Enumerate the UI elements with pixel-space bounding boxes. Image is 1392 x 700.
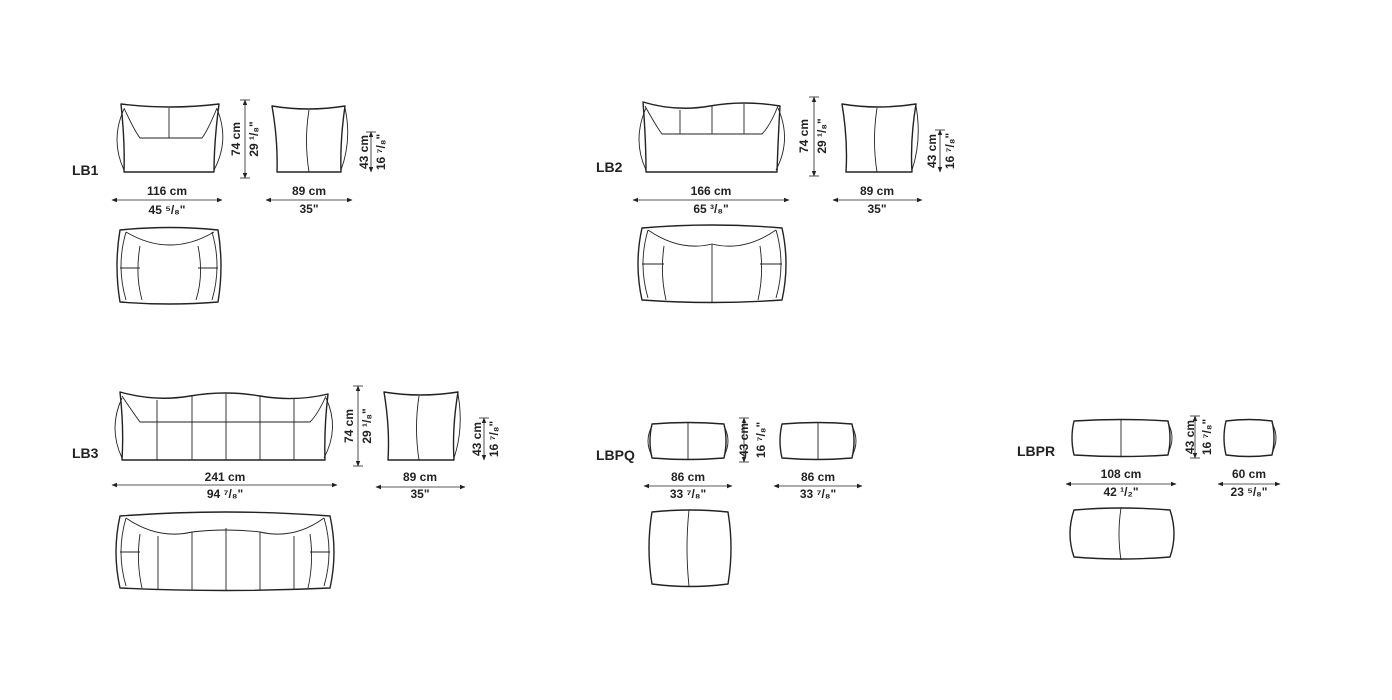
lb2-depth-cm: 89 cm — [860, 184, 894, 198]
lbpq-front-view — [647, 421, 729, 461]
lbpr-side-view — [1223, 418, 1277, 458]
model-lb1: LB1 74 cm 29 ¹/₈" 116 cm 45 ⁵/₈" 43 cm 1… — [72, 99, 388, 305]
lbpr-front-view — [1071, 418, 1173, 458]
lb3-depth-in: 35" — [410, 487, 429, 501]
lb2-top-view — [637, 224, 787, 304]
lbpr-width-in: 42 ¹/₂" — [1103, 485, 1138, 499]
lb1-seat-cm: 43 cm — [357, 135, 371, 169]
lbpq-height-cm: 43 cm — [737, 423, 751, 457]
lbpr-top-view — [1069, 507, 1175, 561]
model-lb2: LB2 74 cm 29 ¹/₈" 166 cm 65 ³/₈" 43 cm 1… — [596, 96, 957, 304]
lbpq-height-in: 16 ⁷/₈" — [754, 422, 768, 458]
lbpq-depth-in: 33 ⁷/₈" — [800, 487, 836, 501]
lbpq-width-cm: 86 cm — [671, 470, 705, 484]
lbpr-depth-in: 23 ⁵/₈" — [1231, 485, 1268, 499]
lb1-top-view — [116, 226, 222, 305]
lb2-depth-in: 35" — [867, 202, 886, 216]
lb3-width-in: 94 ⁷/₈" — [207, 487, 243, 501]
model-label: LB1 — [72, 162, 99, 178]
lb2-front-view — [638, 101, 785, 173]
lb3-width-cm: 241 cm — [205, 470, 246, 484]
lb3-height-cm: 74 cm — [342, 409, 356, 443]
lb2-seat-in: 16 ⁷/₈" — [943, 133, 957, 169]
lb1-depth-in: 35" — [299, 202, 318, 216]
lb2-seat-cm: 43 cm — [925, 134, 939, 168]
lb3-depth-cm: 89 cm — [403, 470, 437, 484]
lb1-seat-in: 16 ⁷/₈" — [374, 134, 388, 170]
lbpq-top-view — [648, 509, 732, 588]
lb3-front-view — [114, 391, 333, 461]
lb2-width-cm: 166 cm — [691, 184, 732, 198]
lbpr-height-cm: 43 cm — [1183, 420, 1197, 454]
lb3-seat-cm: 43 cm — [470, 422, 484, 456]
lb1-depth-cm: 89 cm — [292, 184, 326, 198]
lb2-height-in: 29 ¹/₈" — [815, 118, 829, 153]
lbpr-width-cm: 108 cm — [1101, 467, 1142, 481]
lbpq-side-view — [779, 421, 857, 461]
lbpq-depth-cm: 86 cm — [801, 470, 835, 484]
lbpr-height-in: 16 ⁷/₈" — [1200, 419, 1214, 455]
model-label: LB3 — [72, 445, 99, 461]
lb1-width-cm: 116 cm — [147, 184, 187, 198]
lb1-height-in: 29 ¹/₈" — [247, 121, 261, 156]
lb2-height-cm: 74 cm — [797, 119, 811, 153]
lb1-width-in: 45 ⁵/₈" — [149, 203, 186, 217]
lb1-height-cm: 74 cm — [229, 122, 243, 156]
model-label: LBPQ — [596, 447, 635, 463]
lb3-top-view — [115, 511, 335, 592]
lbpr-depth-cm: 60 cm — [1232, 467, 1266, 481]
model-lbpq: LBPQ 43 cm 16 ⁷/₈" 86 cm 33 ⁷/₈" 86 cm 3… — [596, 417, 863, 588]
lb1-side-view — [271, 105, 349, 173]
lb2-width-in: 65 ³/₈" — [693, 202, 728, 216]
lb3-side-view — [383, 391, 461, 461]
lb1-front-view — [116, 103, 224, 173]
lb3-seat-in: 16 ⁷/₈" — [487, 421, 501, 457]
model-lbpr: LBPR 43 cm 16 ⁷/₈" 108 cm 42 ¹/₂" 60 cm … — [1017, 415, 1281, 561]
model-lb3: LB3 74 cm 29 ¹/₈" 241 cm 94 ⁷/₈" 43 cm — [72, 385, 501, 592]
model-label: LBPR — [1017, 443, 1055, 459]
model-label: LB2 — [596, 159, 623, 175]
lb2-side-view — [841, 103, 919, 173]
lbpq-width-in: 33 ⁷/₈" — [670, 487, 706, 501]
lb3-height-in: 29 ¹/₈" — [360, 408, 374, 443]
